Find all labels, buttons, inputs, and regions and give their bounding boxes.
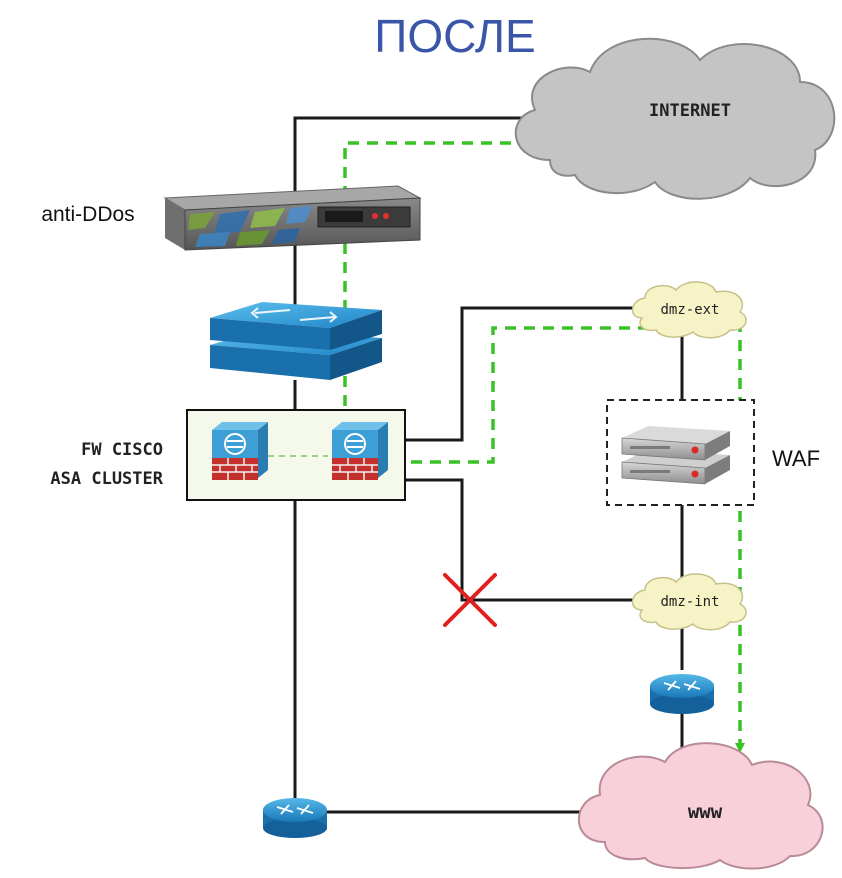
server-top [622,426,730,444]
fw-side [258,422,268,478]
server-side [705,455,730,484]
cloud-icon [577,742,824,870]
network-links [293,116,684,814]
router-arrows [663,680,701,691]
cloud-icon [631,573,747,631]
appliance-led [372,213,378,219]
router-icon [263,798,327,822]
fw-emblem [224,433,246,455]
router-right [650,674,714,714]
fw-brick-lines [332,458,378,480]
asa-firewall-a [212,422,268,480]
asa-firewall-icon [212,422,268,430]
cloud-icon [514,37,836,200]
fw-cluster: FW CISCO ASA CLUSTER [50,409,406,501]
traffic-path-segment [392,326,745,753]
appliance-pattern [188,206,312,247]
server-side [705,431,730,460]
internet-label: INTERNET [649,101,731,121]
fw-emblem [344,433,366,455]
server-slot [630,446,670,449]
server-led [691,470,699,478]
fw-brick [332,458,378,480]
anti-ddos-label: anti-DDos [41,203,134,226]
dmz-int-cloud: dmz-int [631,573,747,631]
switch-stack [210,302,382,380]
dmz-ext-label: dmz-ext [660,302,719,318]
server-led [691,446,699,454]
appliance-front [165,198,185,250]
fw-label-line1: FW CISCO [81,440,163,460]
anti-ddos-appliance: anti-DDos [41,185,422,251]
dmz-ext-cloud: dmz-ext [631,281,747,339]
router-bottom [650,694,714,714]
switch-side [330,338,382,380]
www-cloud: www [577,742,824,870]
waf-group: WAF [606,399,820,506]
dmz-int-label: dmz-int [660,594,719,610]
link-fw-dmzext [405,306,640,442]
fw-emblem-arrows [347,440,363,448]
fw-brick [212,458,258,480]
server-slot [630,470,670,473]
blocked-x-icon [443,573,497,627]
fw-label-line2: ASA CLUSTER [50,469,163,489]
internet-cloud: INTERNET [514,37,836,200]
router-bottom [263,818,327,838]
switch-top [210,302,382,328]
page-title: ПОСЛЕ [374,10,535,62]
link-internet-antiddos [293,116,525,192]
www-label: www [688,801,723,823]
router-icon [650,674,714,698]
fw-brick-lines [212,458,258,480]
waf-label: WAF [772,446,820,471]
asa-firewall-icon [332,422,388,430]
router-left [263,798,327,838]
switch-side [330,310,382,350]
traffic-path [343,141,745,753]
fw-emblem-arrows [227,440,243,448]
router-arrows [276,804,314,815]
switch-front [210,318,330,350]
switch-front [210,345,330,380]
link-fw-dmzint-blocked [405,478,640,602]
appliance-display [325,211,363,222]
asa-firewall-b [332,422,388,480]
cloud-icon [631,281,747,339]
traffic-path-segment [343,141,530,432]
appliance-led [383,213,389,219]
switch-arrows [250,307,338,323]
fw-side [378,422,388,478]
